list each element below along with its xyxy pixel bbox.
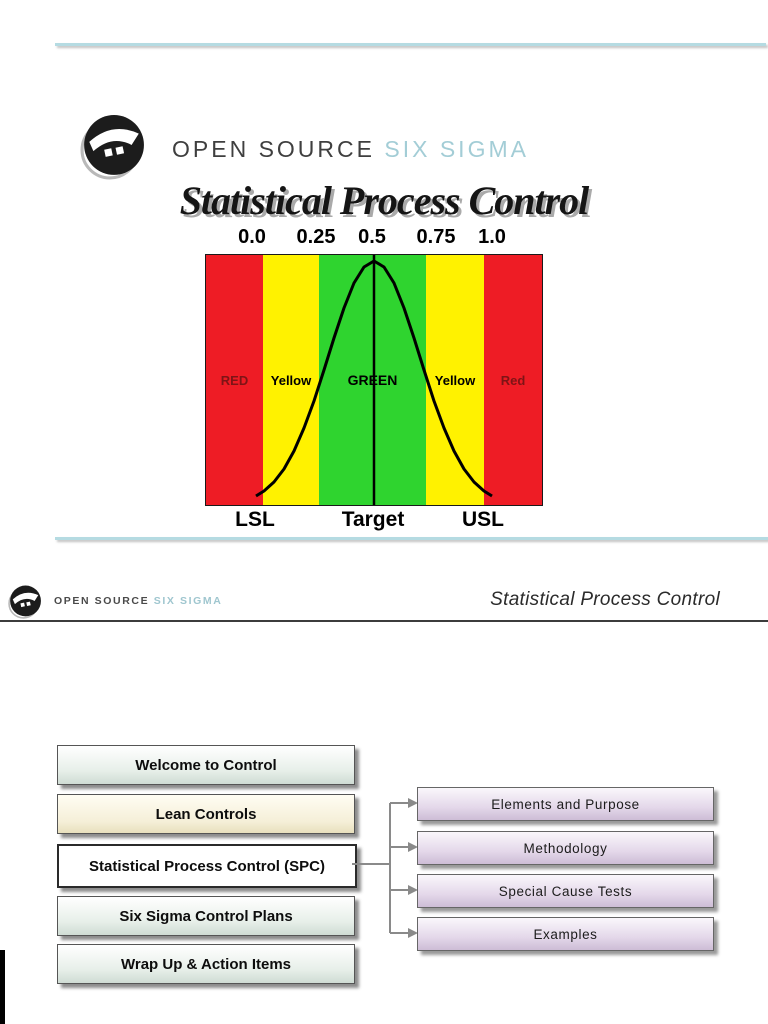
zone-yellow-left: Yellow (263, 255, 319, 505)
menu-button-lean-controls[interactable]: Lean Controls (57, 794, 355, 834)
usl-label: USL (462, 508, 504, 531)
tick-label: 0.75 (416, 226, 456, 248)
header-title: Statistical Process Control (490, 589, 720, 610)
zone-label: Red (500, 372, 526, 388)
slide-title: Statistical Process Control (179, 178, 590, 223)
target-label: Target (341, 508, 405, 531)
brand-six-sigma: SIX SIGMA (153, 595, 223, 607)
zone-label: Yellow (270, 372, 312, 388)
header-brand-text: OPEN SOURCE SIX SIGMA (54, 595, 222, 607)
menu-button-welcome-to-control[interactable]: Welcome to Control (57, 745, 355, 785)
branch-connector-arrows (352, 798, 418, 938)
tick-label: 0.0 (238, 226, 266, 248)
brand-six-sigma: SIX SIGMA (384, 136, 529, 162)
tick-label: 0.5 (358, 226, 386, 248)
page-edge-bar (0, 950, 5, 1024)
brand-open-source: OPEN SOURCE (54, 595, 150, 607)
submenu-button-label: Examples (533, 926, 598, 942)
menu-button-statistical-process-control[interactable]: Statistical Process Control (SPC) (57, 844, 357, 888)
submenu-button-label: Special Cause Tests (498, 883, 633, 899)
tick-label: 0.25 (296, 226, 336, 248)
zone-label: GREEN (347, 372, 398, 388)
control-zones-chart: RED Yellow GREEN Yellow Red (205, 254, 543, 506)
submenu-button-special-cause-tests[interactable]: Special Cause Tests (417, 874, 714, 908)
chart-limit-labels: LSL Target USL (205, 508, 541, 538)
open-source-six-sigma-logo-icon (80, 114, 146, 180)
zone-label: RED (220, 372, 249, 388)
brand-text: OPEN SOURCE SIX SIGMA (172, 136, 529, 163)
page-separator-line (55, 537, 768, 540)
zone-red-right: Red (484, 255, 542, 505)
menu-button-label: Welcome to Control (135, 756, 277, 774)
submenu-button-methodology[interactable]: Methodology (417, 831, 714, 865)
menu-button-label: Statistical Process Control (SPC) (89, 857, 325, 875)
submenu-button-label: Methodology (523, 840, 608, 856)
zone-yellow-right: Yellow (426, 255, 484, 505)
chart-axis-ticks: 0.0 0.25 0.5 0.75 1.0 (205, 226, 541, 252)
header-rule (0, 620, 768, 622)
submenu-button-label: Elements and Purpose (491, 796, 640, 812)
lsl-label: LSL (235, 508, 275, 531)
zone-green-center: GREEN (319, 255, 426, 505)
open-source-six-sigma-logo-icon (8, 585, 42, 619)
menu-button-label: Wrap Up & Action Items (120, 955, 292, 973)
submenu-button-examples[interactable]: Examples (417, 917, 714, 951)
zone-label: Yellow (434, 372, 476, 388)
menu-button-wrap-up-action-items[interactable]: Wrap Up & Action Items (57, 944, 355, 984)
menu-button-label: Lean Controls (155, 805, 257, 823)
menu-button-label: Six Sigma Control Plans (119, 907, 293, 925)
top-divider-line (55, 43, 766, 46)
zone-red-left: RED (206, 255, 263, 505)
menu-button-six-sigma-control-plans[interactable]: Six Sigma Control Plans (57, 896, 355, 936)
brand-open-source: OPEN SOURCE (172, 136, 375, 162)
submenu-button-elements-and-purpose[interactable]: Elements and Purpose (417, 787, 714, 821)
tick-label: 1.0 (478, 226, 506, 248)
